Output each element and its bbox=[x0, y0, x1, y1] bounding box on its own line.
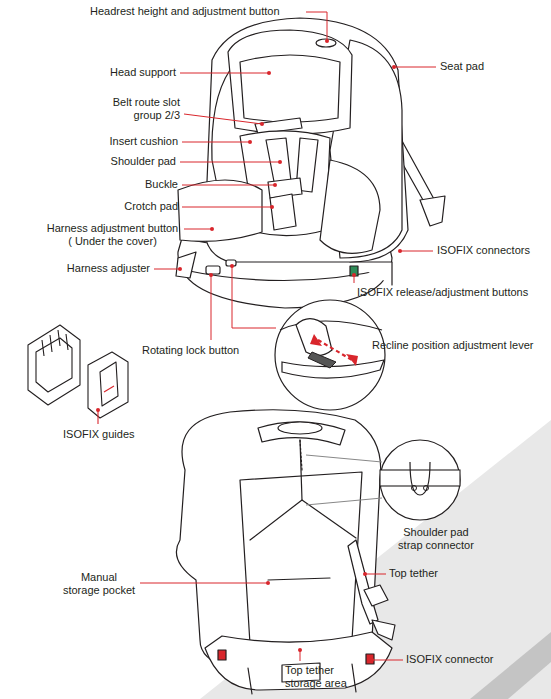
recline-lever-inset bbox=[275, 300, 385, 410]
part-label: Crotch pad bbox=[40, 200, 178, 213]
background-stripe bbox=[470, 632, 551, 699]
part-label: ISOFIX guides bbox=[63, 428, 135, 441]
part-label: Belt route slot group 2/3 bbox=[92, 96, 180, 122]
part-label: Buckle bbox=[60, 178, 178, 191]
part-label: Shoulder pad bbox=[40, 155, 176, 168]
part-label: Top tether bbox=[389, 567, 438, 580]
part-label: Shoulder pad strap connector bbox=[396, 526, 476, 552]
part-label: Headrest height and adjustment button bbox=[90, 5, 280, 18]
part-label: ISOFIX connectors bbox=[437, 244, 530, 257]
part-label: Harness adjuster bbox=[20, 262, 150, 275]
front-view-seat bbox=[176, 18, 445, 308]
part-label: Top tether storage area bbox=[285, 664, 349, 690]
strap-connector-inset bbox=[306, 440, 460, 520]
leader-lines bbox=[140, 12, 436, 661]
part-label: Recline position adjustment lever bbox=[372, 339, 533, 352]
part-label: Insert cushion bbox=[40, 135, 178, 148]
isofix-guides bbox=[28, 325, 128, 424]
part-label: ISOFIX connector bbox=[406, 653, 493, 666]
part-label: Rotating lock button bbox=[142, 344, 239, 357]
part-label: ISOFIX release/adjustment buttons bbox=[357, 286, 528, 299]
part-label: Seat pad bbox=[440, 60, 484, 73]
part-label: Harness adjustment button ( Under the co… bbox=[45, 222, 180, 248]
back-view-seat bbox=[176, 410, 395, 694]
part-label: Head support bbox=[60, 66, 176, 79]
part-label: Manual storage pocket bbox=[62, 571, 136, 597]
